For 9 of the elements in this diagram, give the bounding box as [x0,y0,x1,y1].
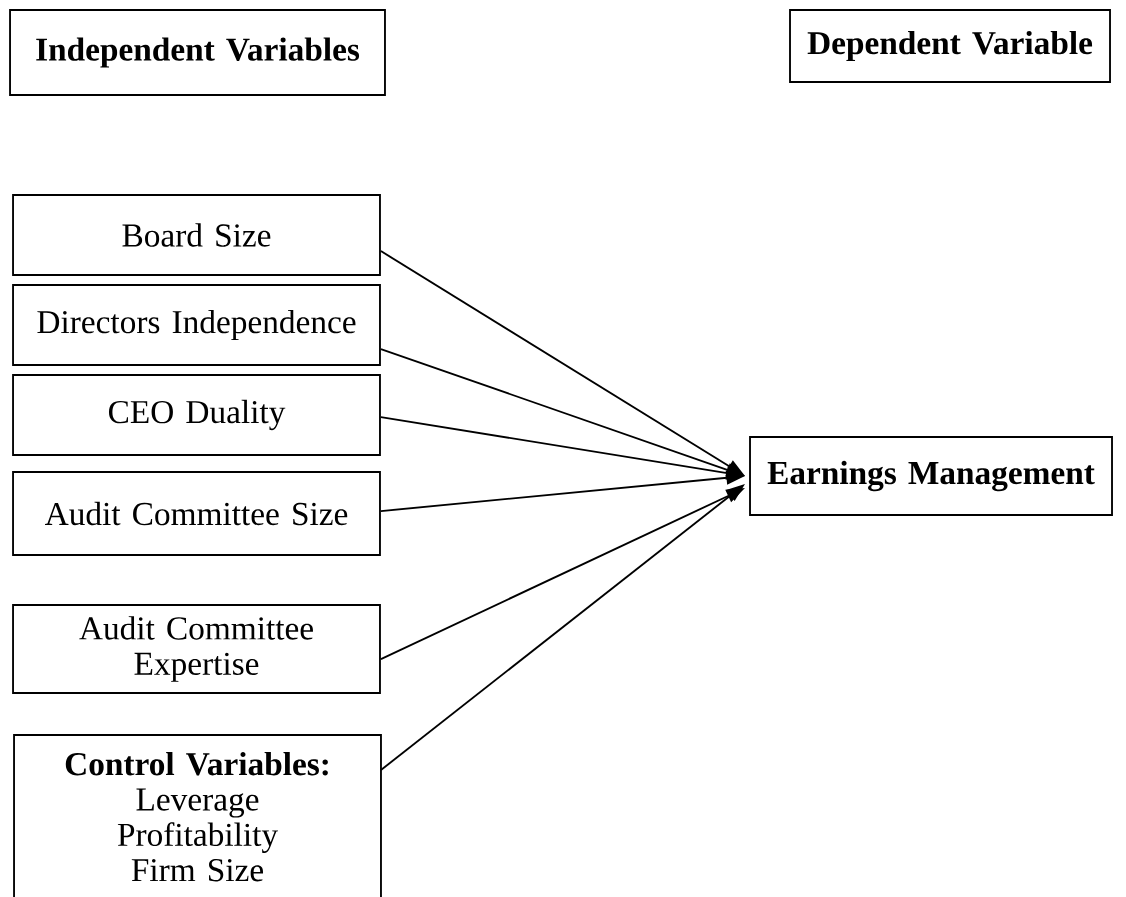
control-variables-box: Control Variables: Leverage Profitability Firm Size [13,734,382,897]
variable-box: Directors Independence [12,284,381,366]
variable-box: Audit Committee Expertise [12,604,381,694]
variable-box: Audit Committee Size [12,471,381,556]
variable-box: CEO Duality [12,374,381,456]
heading-box: Independent Variables [9,9,386,96]
variable-box: Board Size [12,194,381,276]
heading-box: Dependent Variable [789,9,1111,83]
outcome-box: Earnings Management [749,436,1113,516]
